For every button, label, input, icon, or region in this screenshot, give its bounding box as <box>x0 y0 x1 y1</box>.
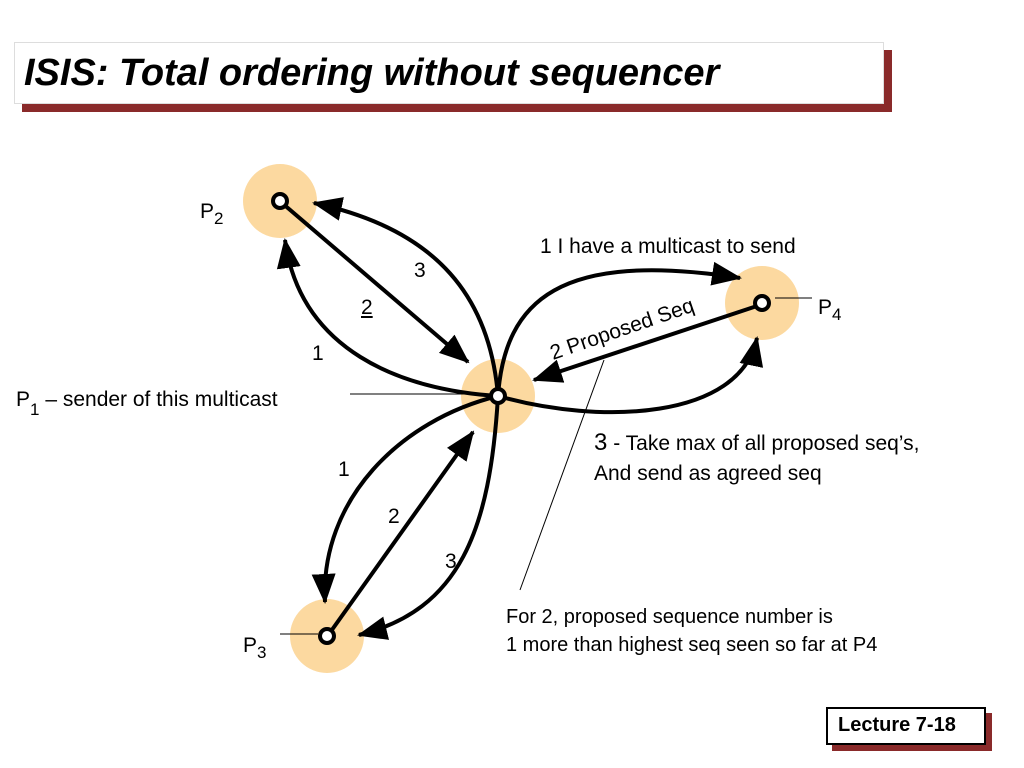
edge-p1-p4-step1 <box>496 261 742 397</box>
p2-letter: P <box>200 200 215 223</box>
p2-step1-label: 1 <box>312 342 324 365</box>
note-line1: For 2, proposed sequence number is <box>506 606 833 628</box>
p2-sub: 2 <box>214 209 224 228</box>
p3-node <box>318 627 336 645</box>
note-line2: 1 more than highest seq seen so far at P… <box>506 634 878 656</box>
p4-step1-label: 1 I have a multicast to send <box>540 235 796 258</box>
proposed-seq-note: For 2, proposed sequence number is 1 mor… <box>506 603 877 659</box>
p3-label: P3 <box>243 634 266 662</box>
p2-step3-label: 3 <box>414 259 426 282</box>
p3-letter: P <box>243 634 258 657</box>
page-title: ISIS: Total ordering without sequencer <box>24 52 720 94</box>
edge-p2-p1-step2 <box>280 201 470 364</box>
p1-sub: 1 <box>30 400 40 419</box>
p4-node <box>753 294 771 312</box>
step3-line2: And send as agreed seq <box>594 462 822 485</box>
leader-note <box>519 359 605 591</box>
edge-p1-p3-step3 <box>357 395 500 640</box>
edge-p1-p3-step1 <box>311 394 499 604</box>
p4-letter: P <box>818 296 833 319</box>
lecture-box <box>826 707 986 745</box>
edge-p3-p1-step2 <box>327 430 475 636</box>
edge-p1-p2-step3 <box>312 197 500 397</box>
title-box <box>14 42 884 104</box>
p2-label: P2 <box>200 200 223 228</box>
p1-node <box>489 387 507 405</box>
edge-p4-p1-step2 <box>532 303 761 383</box>
p1-description: – sender of this multicast <box>39 388 278 411</box>
step3-line1: - Take max of all proposed seq’s, <box>607 432 920 455</box>
step3-number: 3 <box>594 429 608 456</box>
p1-label: P1 – sender of this multicast <box>16 388 278 419</box>
p2-step2-label: 2 <box>361 296 373 319</box>
p2-node <box>271 192 289 210</box>
step3-text: 3 - Take max of all proposed seq’s, And … <box>594 428 919 489</box>
p1-letter: P <box>16 388 31 411</box>
edge-p1-p4-step3 <box>497 336 764 415</box>
p3-step1-label: 1 <box>338 458 350 481</box>
p3-step2-label: 2 <box>388 505 400 528</box>
p4-label: P4 <box>818 296 841 324</box>
p3-sub: 3 <box>257 643 267 662</box>
p4-step2-label: 2 Proposed Seq <box>547 294 697 365</box>
p3-step3-label: 3 <box>445 550 457 573</box>
edge-p1-p2-step1 <box>276 238 499 398</box>
lecture-number: Lecture 7-18 <box>838 714 956 736</box>
p4-sub: 4 <box>832 305 842 324</box>
